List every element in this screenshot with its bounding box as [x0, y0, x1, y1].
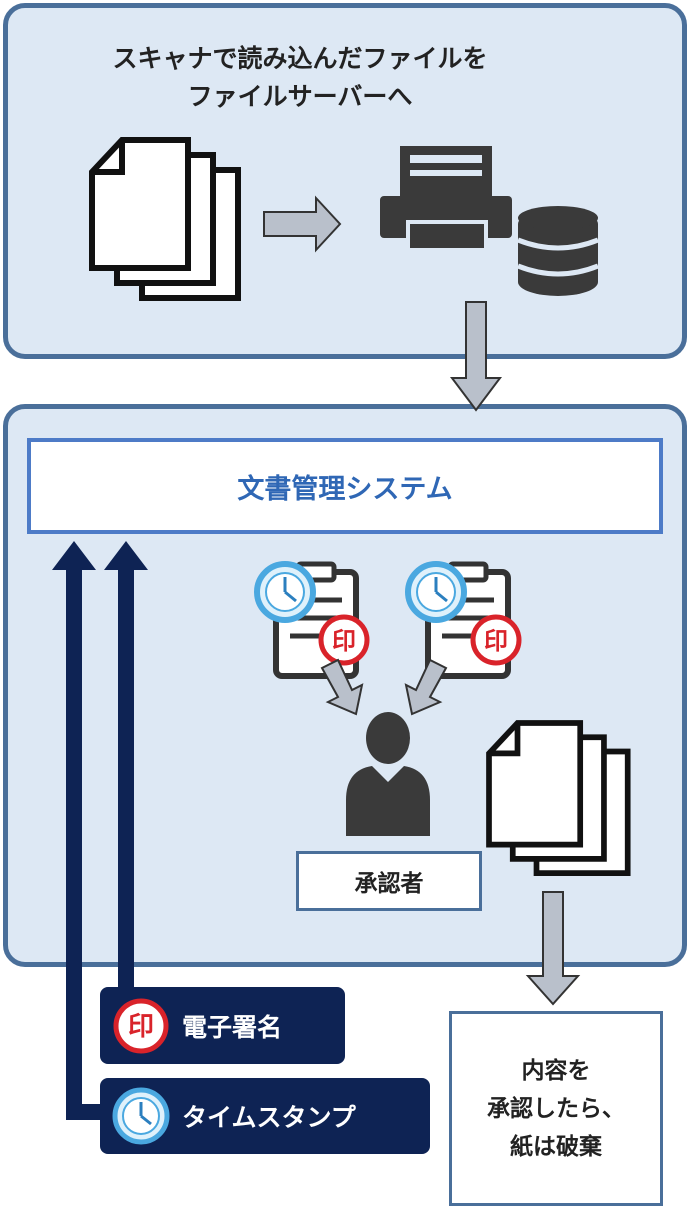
person-icon [346, 712, 430, 836]
scanner-caption: スキャナで読み込んだファイルを ファイルサーバーへ [0, 40, 600, 116]
database-icon [517, 206, 599, 296]
system-label: 文書管理システム [237, 473, 453, 505]
printer-icon [380, 146, 512, 252]
timestamp-label: タイムスタンプ [182, 1103, 356, 1132]
approver-label: 承認者 [354, 871, 424, 897]
clock-icon [257, 564, 313, 620]
document-management-system: 文書管理システム [27, 438, 663, 534]
caption-line-1: スキャナで読み込んだファイルを [112, 44, 488, 73]
documents-stack-icon [92, 140, 238, 298]
signature-label: 電子署名 [182, 1012, 283, 1042]
arrow-diagonal-icon [320, 658, 364, 716]
seal-glyph: 印 [484, 627, 508, 655]
upload-arrows [52, 541, 148, 1120]
arrow-right-icon [263, 195, 342, 253]
signature-badge: 印 電子署名 [100, 987, 345, 1064]
arrow-down-icon [525, 891, 581, 1006]
arrow-diagonal-icon [404, 658, 448, 716]
clock-icon [112, 1087, 170, 1145]
approver-box: 承認者 [296, 851, 482, 911]
clock-icon [408, 564, 464, 620]
result-box: 内容を 承認したら、 紙は破棄 [449, 1011, 663, 1206]
signed-document-left [257, 564, 367, 676]
timestamp-badge: タイムスタンプ [100, 1078, 430, 1154]
seal-glyph: 印 [128, 1012, 154, 1042]
caption-line-2: ファイルサーバーへ [187, 82, 413, 111]
signed-document-right [408, 564, 519, 676]
result-text: 内容を 承認したら、 紙は破棄 [487, 1057, 625, 1160]
documents-stack-icon [489, 723, 628, 873]
arrow-down-icon [450, 301, 502, 412]
seal-icon: 印 [113, 998, 169, 1053]
seal-glyph: 印 [332, 627, 356, 655]
